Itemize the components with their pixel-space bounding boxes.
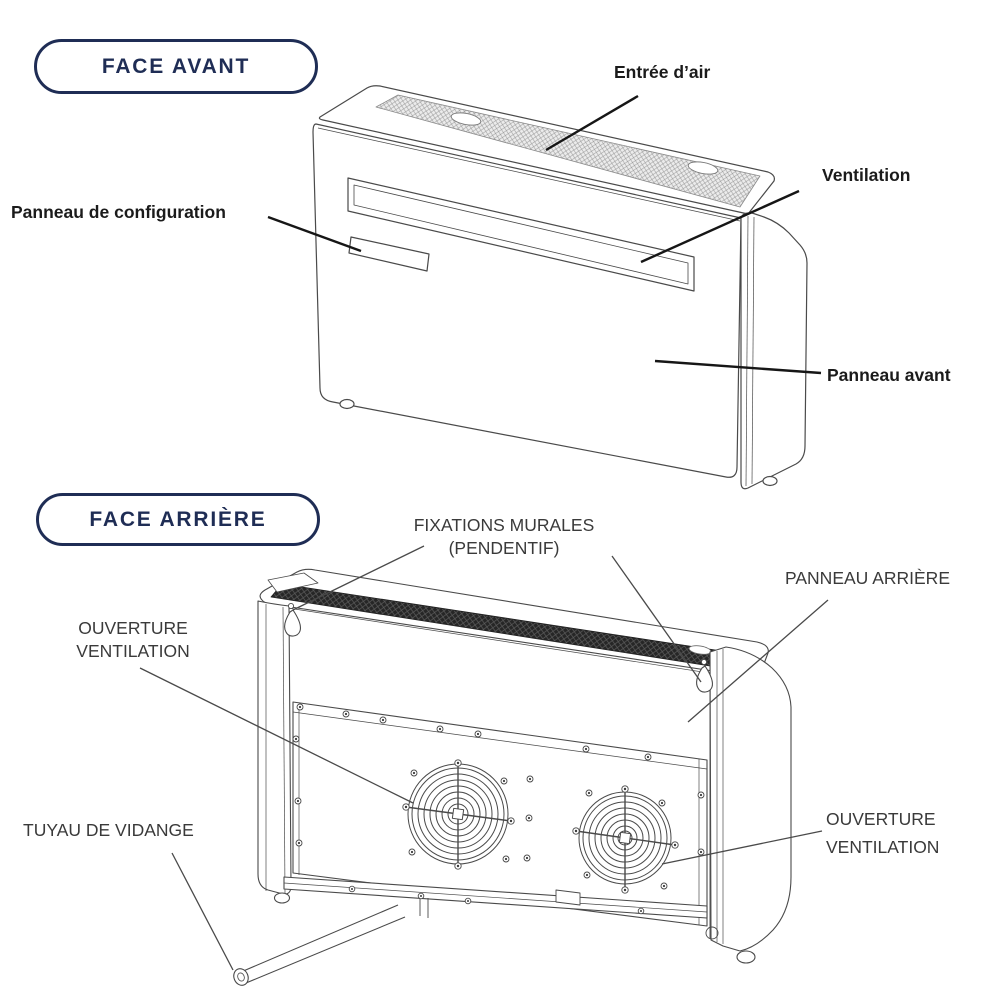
drain-tube xyxy=(233,897,429,986)
leader-wall-mount-left xyxy=(292,545,425,611)
label-vent-opening-right: OUVERTURE VENTILATION xyxy=(826,805,939,862)
label-air-inlet: Entrée d’air xyxy=(614,62,711,82)
front-section-badge: FACE AVANT xyxy=(34,39,318,94)
label-front-panel: Panneau avant xyxy=(827,365,951,385)
panel-screws xyxy=(292,703,705,915)
rear-foot-right xyxy=(736,950,756,964)
rear-section-badge: FACE ARRIÈRE xyxy=(36,493,320,546)
wall-mount-right xyxy=(696,658,713,693)
leader-vent-left xyxy=(139,667,414,804)
grille-notch-1 xyxy=(450,112,482,126)
leader-config-panel xyxy=(267,215,362,253)
label-rear-panel: PANNEAU ARRIÈRE xyxy=(785,568,950,588)
rear-left-column xyxy=(257,600,292,895)
leader-front-panel xyxy=(654,359,822,375)
leader-air-inlet xyxy=(545,94,639,152)
label-vent-left-line1: OUVERTURE xyxy=(78,618,188,638)
label-vent-right-line1: OUVERTURE xyxy=(826,809,936,829)
rear-bottom-rail xyxy=(283,876,708,919)
leader-vent-right xyxy=(661,830,823,865)
front-unit-drawing xyxy=(312,85,808,490)
label-drain-hose: TUYAU DE VIDANGE xyxy=(23,820,194,840)
grille-notch-2 xyxy=(687,161,719,175)
label-vent-left-line2: VENTILATION xyxy=(76,641,190,662)
wall-mount-left xyxy=(284,602,301,637)
front-foot-left xyxy=(339,398,355,410)
rear-unit-drawing xyxy=(233,568,792,986)
right-side-face xyxy=(740,212,808,490)
leader-drain-hose xyxy=(171,852,234,971)
leader-wall-mount-right xyxy=(611,555,702,683)
rear-grille xyxy=(270,583,749,672)
left-fan-grille xyxy=(405,763,512,866)
label-wall-mounts-line1: FIXATIONS MURALES xyxy=(413,515,595,535)
ventilation-slot xyxy=(347,177,695,292)
front-foot-right xyxy=(762,475,778,487)
label-vent-right-line2: VENTILATION xyxy=(826,837,940,858)
front-leader-lines xyxy=(267,94,822,375)
label-ventilation: Ventilation xyxy=(822,165,911,185)
leader-rear-panel xyxy=(687,599,829,723)
rear-back-panel xyxy=(292,701,708,927)
label-wall-mounts-line2: (PENDENTIF) xyxy=(448,538,560,559)
rear-side-hole xyxy=(705,926,719,940)
leader-ventilation xyxy=(640,189,800,264)
label-config-panel: Panneau de configuration xyxy=(11,202,226,222)
rear-foot-left xyxy=(273,892,291,904)
label-wall-mounts: FIXATIONS MURALES (PENDENTIF) xyxy=(394,514,614,560)
rear-leader-lines xyxy=(139,545,829,971)
rear-right-side xyxy=(709,646,792,952)
label-vent-opening-left: OUVERTURE VENTILATION xyxy=(38,617,228,663)
